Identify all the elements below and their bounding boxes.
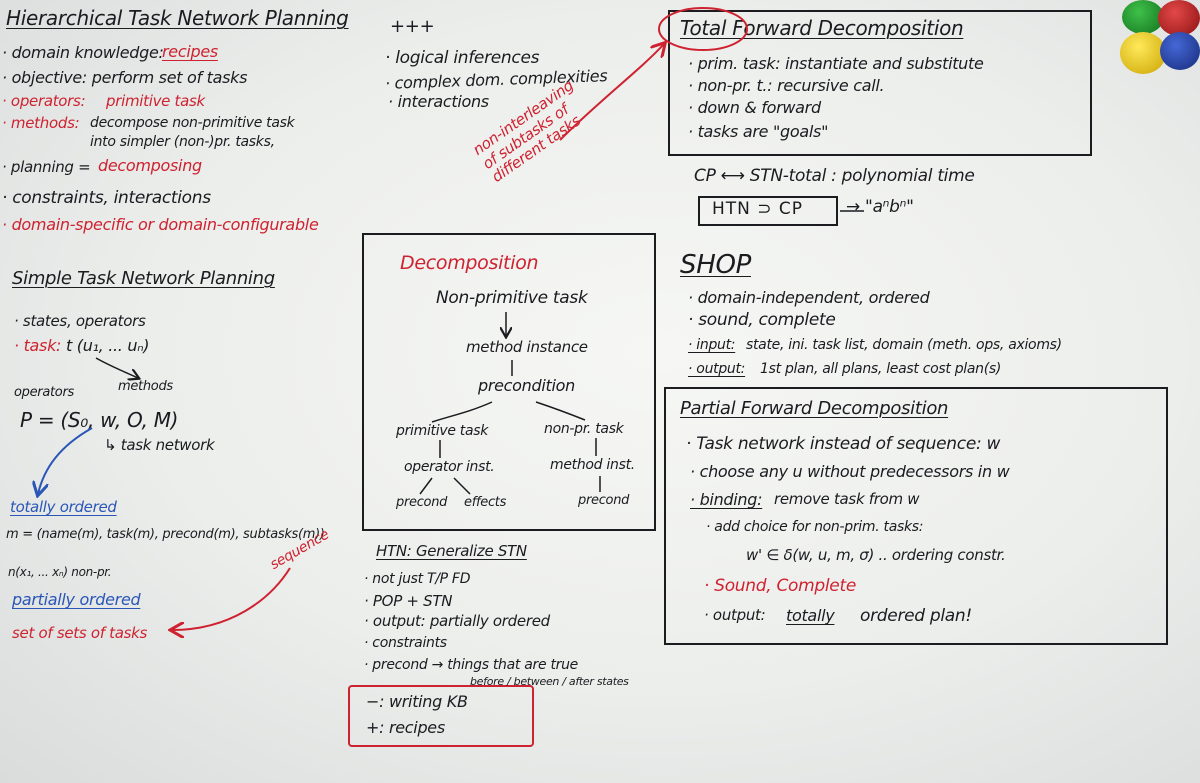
simple-task-formula: t (u₁, ... uₙ) — [66, 336, 150, 355]
htn-cp-text: HTN ⊃ CP — [712, 199, 804, 219]
planning-problem: P = (S₀, w, O, M) — [20, 408, 179, 432]
partial-fd-item-2: · choose any u without predecessors in w — [690, 462, 1010, 481]
precondition-node: precondition — [478, 376, 575, 395]
sound-complete-text: · Sound, Complete — [704, 576, 856, 596]
primitive-task-node: primitive task — [396, 423, 489, 439]
choice-formula: w' ∈ δ(w, u, m, σ) .. ordering constr. — [746, 546, 1006, 564]
partial-fd-item-4: · add choice for non-prim. tasks: — [706, 519, 924, 535]
htn-item-5-note: before / between / after states — [470, 675, 629, 688]
shop-output-text: 1st plan, all plans, least cost plan(s) — [760, 361, 1002, 377]
operators-label-small: operators — [14, 385, 74, 400]
plus-item-1: · logical inferences — [385, 48, 540, 68]
cp-stn-line: CP ⟷ STN-total : polynomial time — [694, 166, 975, 186]
method-inst-node: method inst. — [550, 457, 635, 473]
red-sequence-arrow — [172, 567, 291, 630]
total-fd-item-3: · down & forward — [688, 98, 821, 117]
htn-item-3: · output: partially ordered — [364, 612, 550, 630]
domain-specific-text: · domain-specific or domain-configurable — [2, 215, 319, 234]
non-pr-task-node: non-pr. task — [544, 421, 624, 437]
partial-fd-item-1: · Task network instead of sequence: w — [686, 434, 1001, 454]
objective-text: · objective: perform set of tasks — [2, 68, 248, 87]
red-magnet — [1158, 0, 1200, 36]
shop-output-label: · output: — [688, 361, 746, 377]
shop-title: SHOP — [680, 250, 751, 280]
cons-writing-kb: −: writing KB — [366, 692, 468, 711]
method-definition: m = (name(m), task(m), precond(m), subta… — [6, 527, 325, 542]
partially-ordered-label: partially ordered — [12, 590, 141, 609]
task-network-note: ↳ task network — [104, 436, 215, 454]
total-fd-title: Total Forward Decomposition — [680, 16, 964, 40]
pros-recipes: +: recipes — [366, 718, 445, 737]
simple-task-label: · task: — [14, 336, 62, 355]
simple-states: · states, operators — [14, 312, 146, 330]
decomposition-title: Decomposition — [400, 252, 539, 274]
shop-item-1: · domain-independent, ordered — [688, 288, 930, 307]
blue-magnet — [1160, 32, 1200, 70]
partial-fd-title: Partial Forward Decomposition — [680, 398, 949, 419]
total-fd-item-1: · prim. task: instantiate and substitute — [688, 54, 984, 73]
method-instance-node: method instance — [466, 338, 588, 356]
binding-label: · binding: — [690, 490, 763, 509]
domain-knowledge-label: · domain knowledge: — [2, 43, 164, 62]
operators-label: · operators: — [2, 92, 86, 110]
partial-output-label: · output: — [704, 606, 766, 624]
anbn-text: → "aⁿbⁿ" — [846, 197, 914, 217]
pros-cons-box — [348, 685, 534, 747]
htn-generalize-title: HTN: Generalize STN — [376, 542, 527, 560]
plus-item-3: · interactions — [388, 92, 489, 111]
set-of-sets-text: set of sets of tasks — [12, 624, 148, 642]
shop-input-label: · input: — [688, 337, 736, 353]
yellow-magnet — [1120, 32, 1166, 74]
planning-label: · planning = — [2, 158, 91, 176]
total-fd-item-2: · non-pr. t.: recursive call. — [688, 76, 885, 95]
total-fd-box — [668, 10, 1092, 156]
precond-left-node: precond — [396, 495, 448, 510]
decomposition-box — [362, 233, 656, 531]
effects-node: effects — [464, 495, 507, 510]
methods-label: · methods: — [2, 114, 80, 132]
htn-cp-box — [698, 196, 838, 226]
totally-ordered-label: totally ordered — [10, 498, 117, 516]
total-fd-item-4: · tasks are "goals" — [688, 122, 829, 141]
shop-item-2: · sound, complete — [688, 310, 836, 330]
decomposing-text: decomposing — [98, 156, 202, 175]
ordered-plan-text: ordered plan! — [860, 606, 972, 626]
methods-label-small: methods — [118, 379, 173, 394]
operator-inst-node: operator inst. — [404, 459, 495, 475]
primitive-task-text: primitive task — [106, 92, 205, 110]
precond-right-node: precond — [578, 493, 630, 508]
totally-text: totally — [786, 606, 835, 625]
htn-item-2: · POP + STN — [364, 592, 453, 610]
recipes-text: recipes — [162, 42, 218, 61]
method-sub-note: n(x₁, ... xₙ) non-pr. — [8, 565, 112, 579]
htn-item-4: · constraints — [364, 635, 447, 651]
blue-arrow-to-totally — [38, 427, 93, 494]
shop-input-text: state, ini. task list, domain (meth. ops… — [746, 337, 1062, 353]
constraints-text: · constraints, interactions — [2, 188, 211, 208]
simple-title: Simple Task Network Planning — [12, 268, 275, 289]
partial-fd-box — [664, 387, 1168, 645]
hierarchical-title: Hierarchical Task Network Planning — [6, 6, 349, 30]
methods-description: decompose non-primitive task into simple… — [90, 115, 295, 150]
htn-item-5: · precond → things that are true — [364, 657, 578, 673]
green-magnet — [1122, 0, 1164, 34]
non-primitive-task-node: Non-primitive task — [436, 288, 588, 308]
plus-heading: +++ — [390, 16, 435, 37]
binding-text: remove task from w — [774, 490, 920, 508]
task-to-methods-arrow — [95, 357, 138, 378]
htn-item-1: · not just T/P FD — [364, 571, 471, 587]
